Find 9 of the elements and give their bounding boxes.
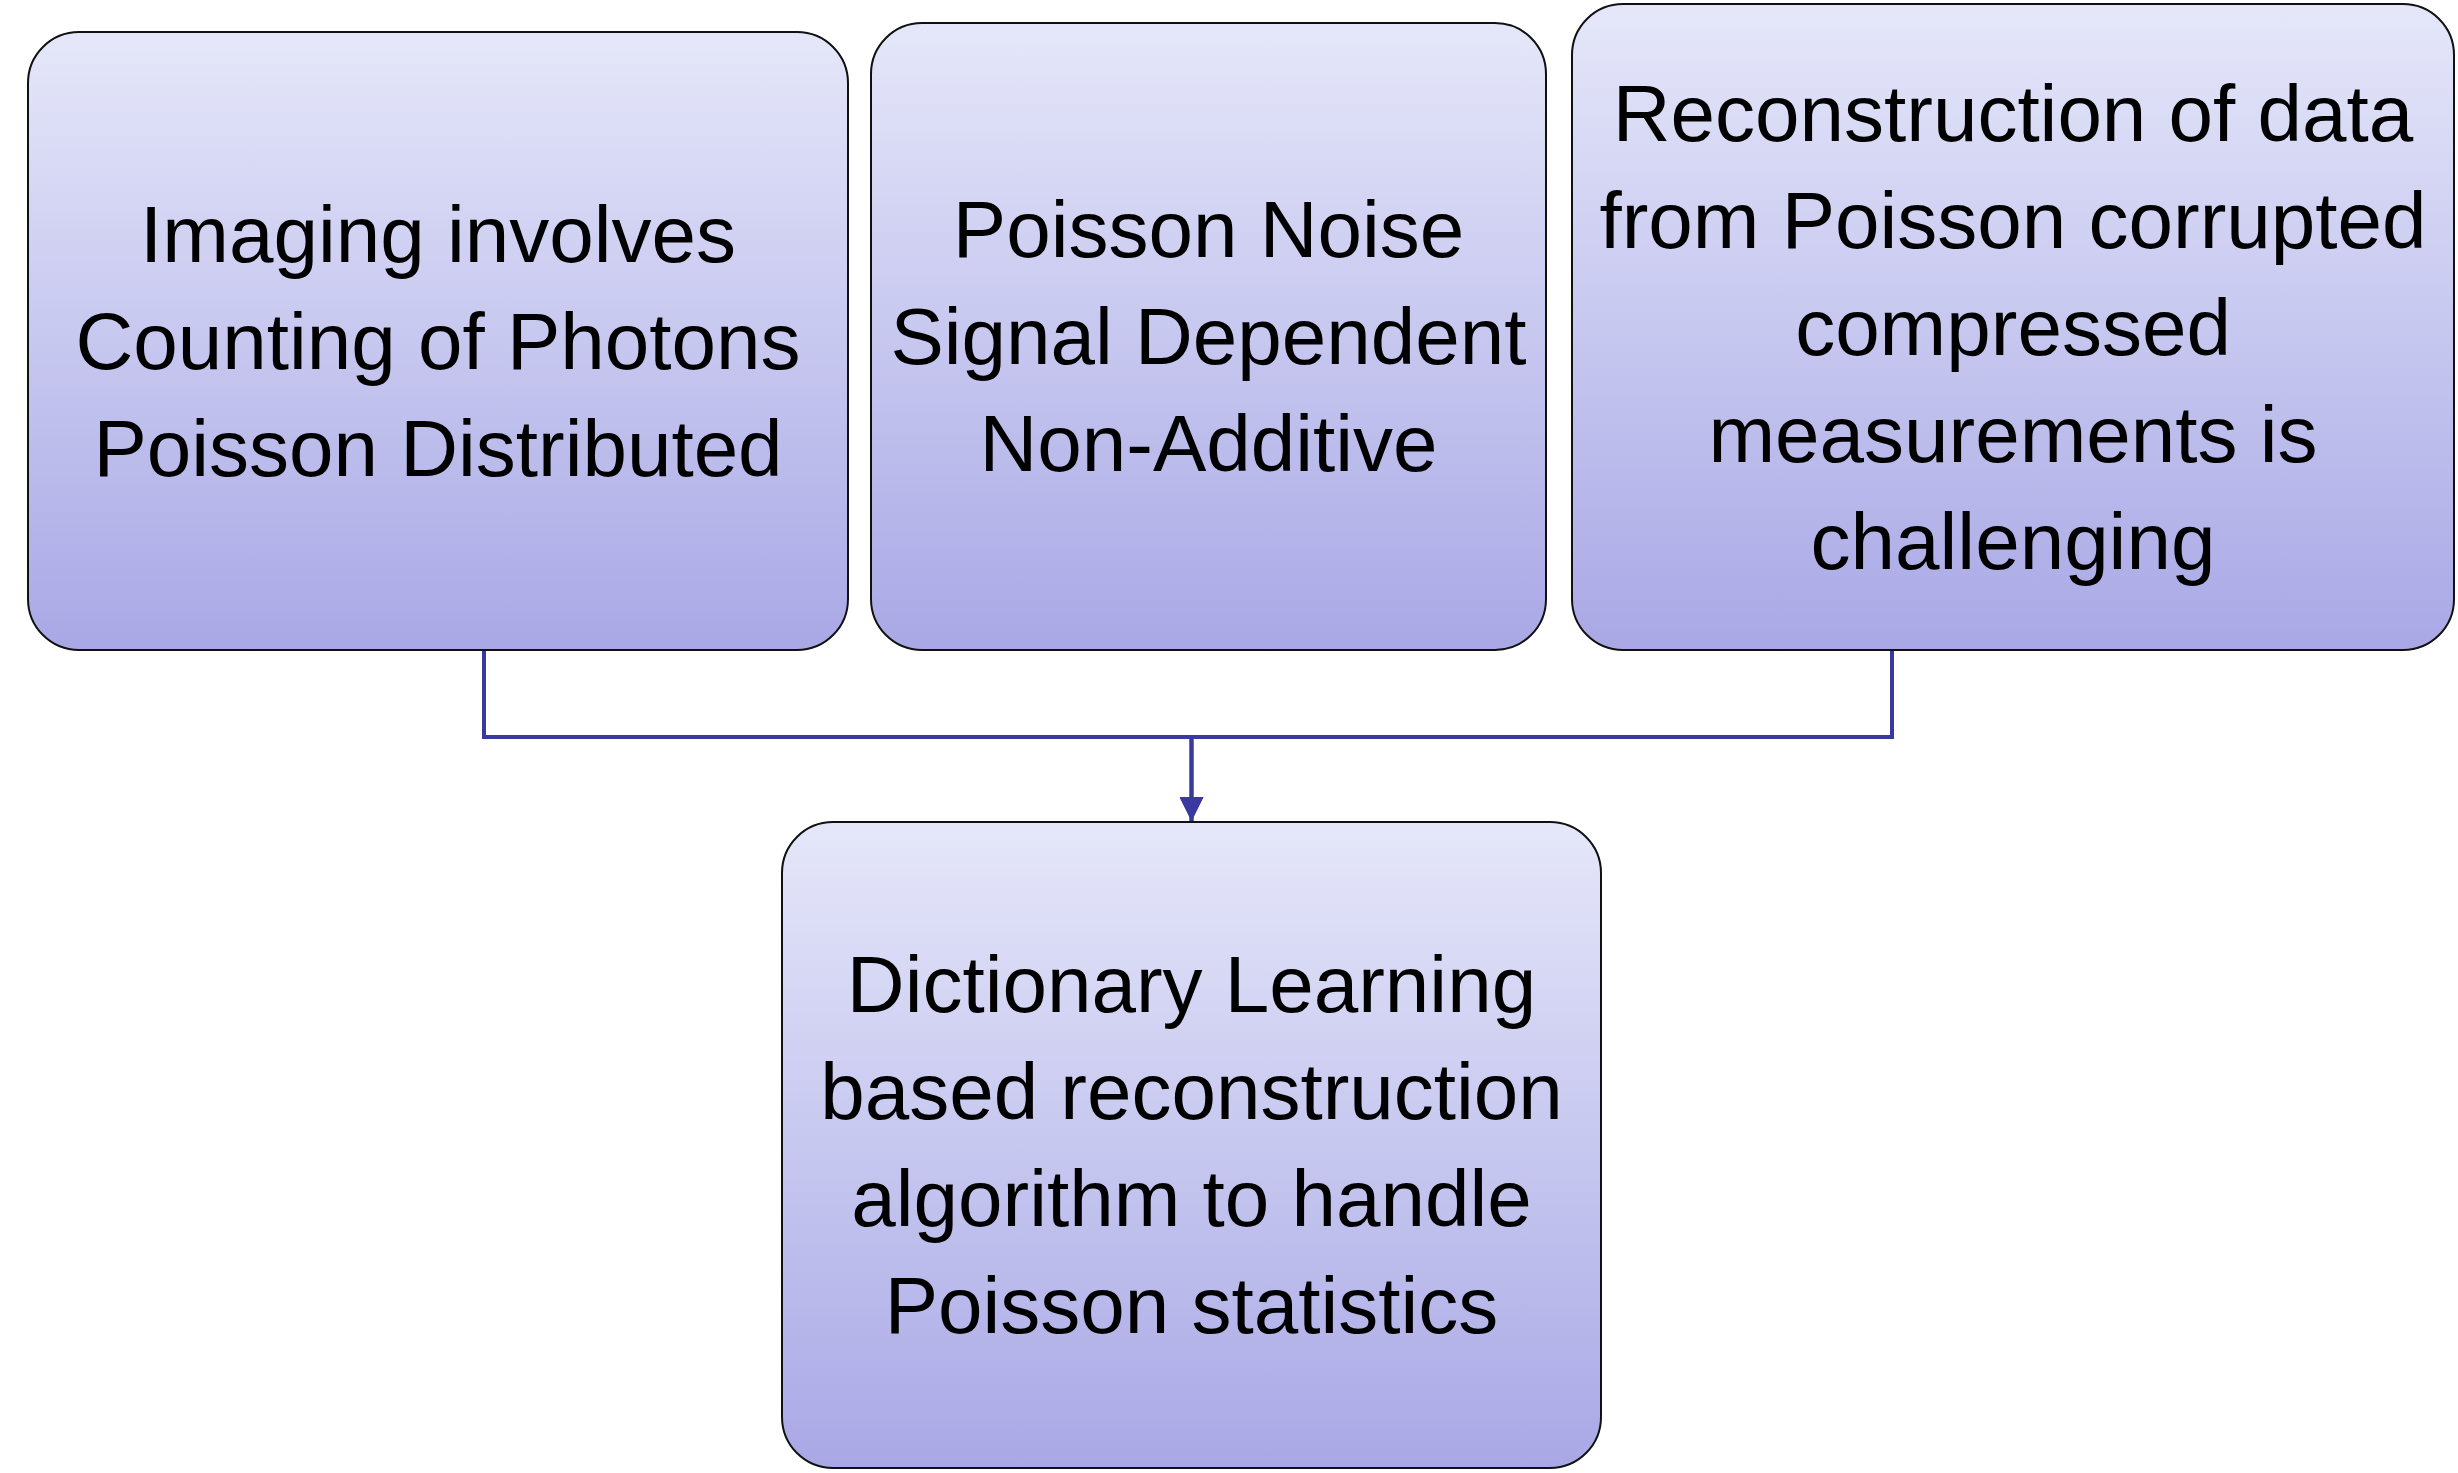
box-text: Imaging involves Counting of Photons Poisson Distributed: [74, 188, 802, 495]
box-text: Poisson Noise Signal Dependent Non-Additive: [889, 184, 1528, 490]
rounded-box: [781, 821, 1602, 1469]
rounded-box: [870, 22, 1547, 651]
rounded-box: [27, 31, 849, 651]
box-text: Dictionary Learning based reconstruction algorithm to handle Poisson statistics: [819, 939, 1564, 1352]
box-text: Reconstruction of data from Poisson corrupted compressed measurements is challenging: [1598, 67, 2428, 588]
rounded-box: [1571, 3, 2455, 651]
connector-arrow: [1179, 651, 1894, 821]
